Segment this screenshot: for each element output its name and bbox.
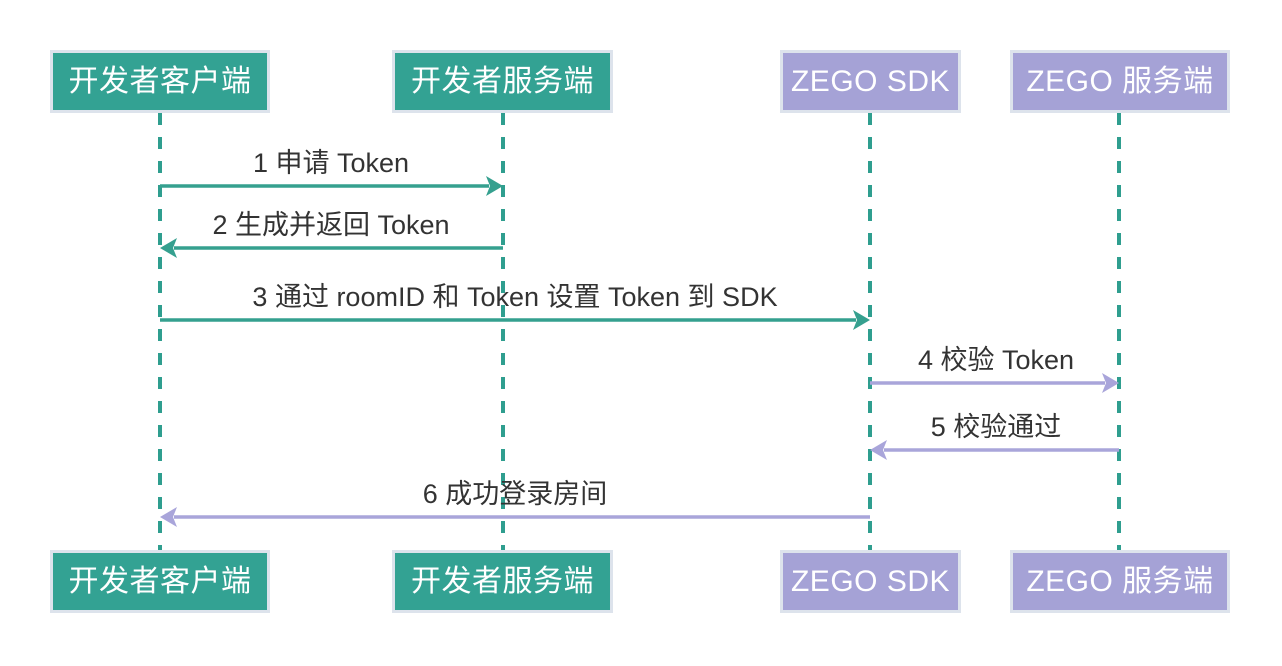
participant-label-zego-sdk: ZEGO SDK: [790, 64, 951, 98]
participant-box-zego-server-bottom[interactable]: ZEGO 服务端: [1010, 550, 1230, 613]
participant-box-dev-server-bottom[interactable]: 开发者服务端: [392, 550, 613, 613]
participant-box-dev-client-top[interactable]: 开发者客户端: [50, 50, 270, 113]
participant-box-zego-sdk-bottom[interactable]: ZEGO SDK: [780, 550, 961, 613]
participant-label-dev-client: 开发者客户端: [68, 64, 252, 98]
participant-label-zego-server: ZEGO 服务端: [1026, 64, 1214, 98]
participant-box-dev-server-top[interactable]: 开发者服务端: [392, 50, 613, 113]
participant-label-zego-server: ZEGO 服务端: [1026, 564, 1214, 598]
participant-box-zego-server-top[interactable]: ZEGO 服务端: [1010, 50, 1230, 113]
message-label-3: 3 通过 roomID 和 Token 设置 Token 到 SDK: [252, 282, 778, 312]
message-arrowhead-5: [870, 440, 887, 460]
participant-label-dev-server: 开发者服务端: [411, 64, 594, 98]
message-arrowhead-6: [160, 507, 177, 527]
participant-box-dev-client-bottom[interactable]: 开发者客户端: [50, 550, 270, 613]
message-label-5: 5 校验通过: [930, 412, 1062, 442]
participant-box-zego-sdk-top[interactable]: ZEGO SDK: [780, 50, 961, 113]
message-arrowhead-3: [853, 310, 870, 330]
message-label-6: 6 成功登录房间: [422, 479, 608, 509]
message-label-2: 2 生成并返回 Token: [212, 210, 450, 240]
message-label-4: 4 校验 Token: [917, 345, 1075, 375]
lifelines-group: [158, 113, 1121, 550]
messages-group: [160, 176, 1119, 527]
message-label-1: 1 申请 Token: [252, 148, 410, 178]
participant-label-dev-client: 开发者客户端: [68, 564, 252, 598]
message-arrowhead-4: [1102, 373, 1119, 393]
participant-label-dev-server: 开发者服务端: [411, 564, 594, 598]
message-arrowhead-1: [486, 176, 503, 196]
message-arrowhead-2: [160, 238, 177, 258]
participant-label-zego-sdk: ZEGO SDK: [790, 564, 951, 598]
